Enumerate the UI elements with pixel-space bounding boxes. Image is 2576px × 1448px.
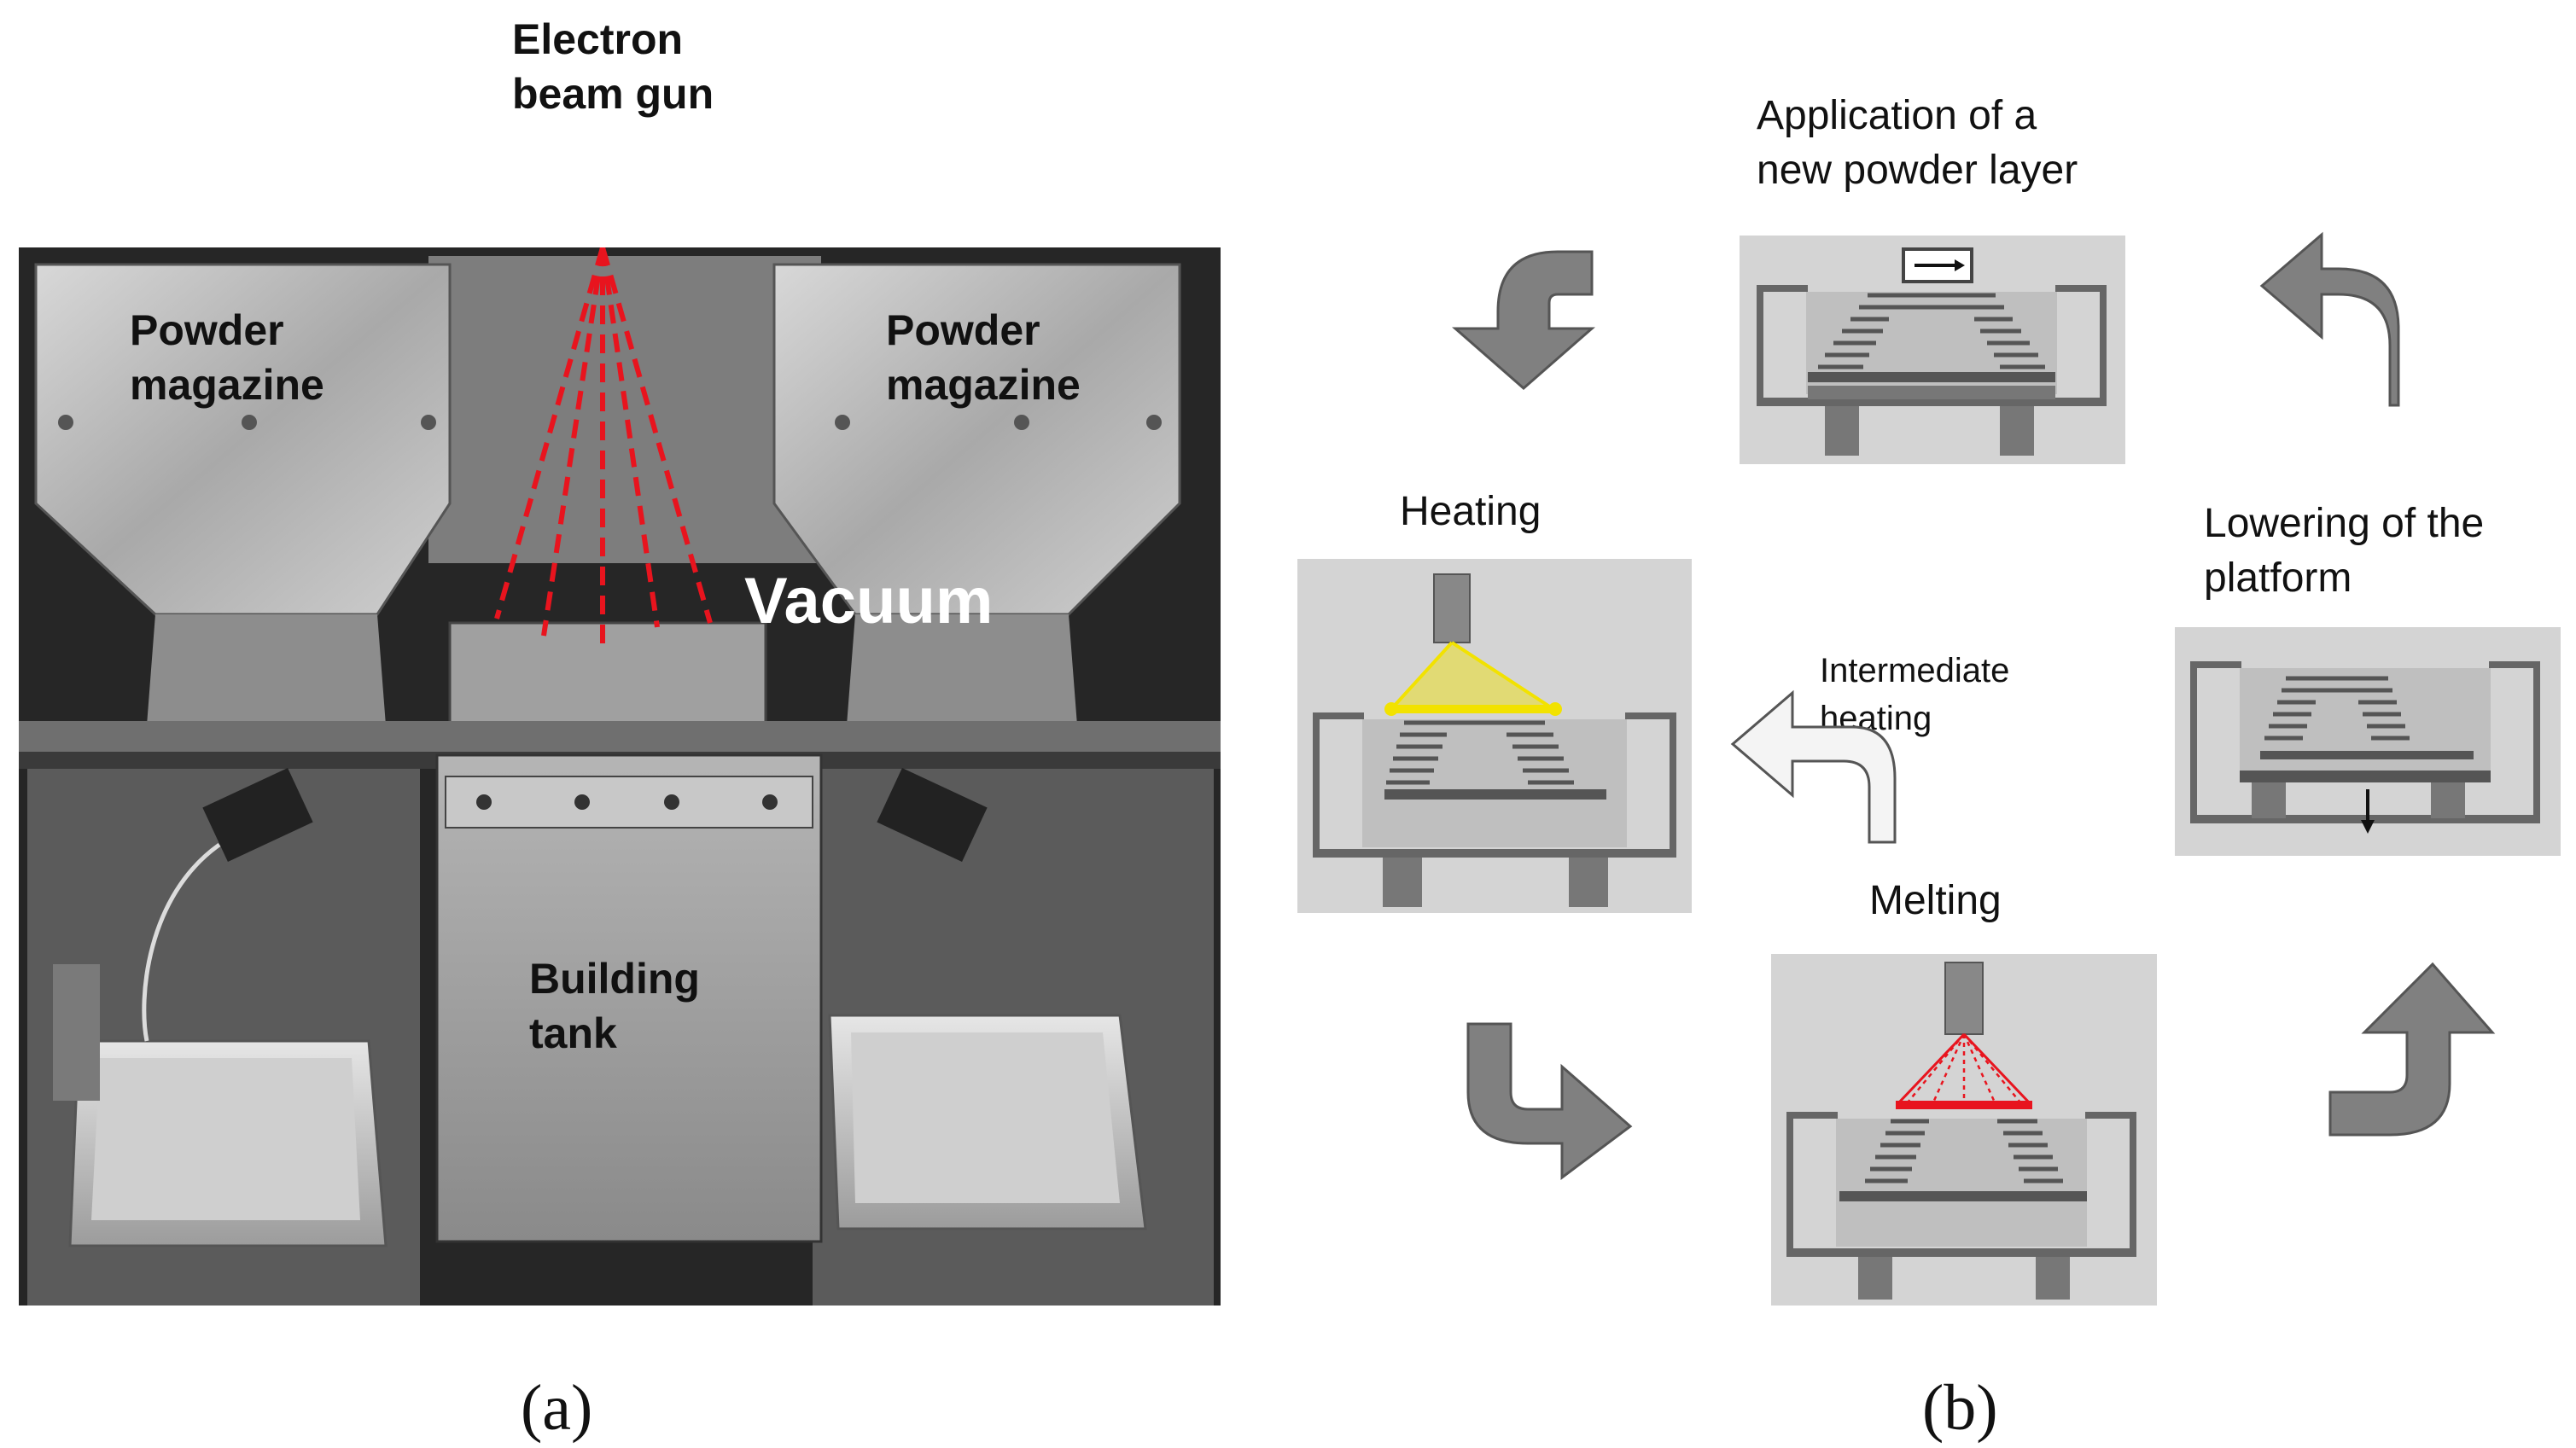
intermediate-heating-arrow bbox=[1730, 689, 1897, 844]
machine-photo bbox=[19, 247, 1221, 1306]
heating-caption: Heating bbox=[1400, 489, 1542, 534]
building-tank-label: Building tank bbox=[529, 955, 700, 1057]
machine-photo-drawing bbox=[19, 247, 1221, 1306]
heating-step-drawing bbox=[1313, 573, 1676, 907]
lowering-step-drawing bbox=[2190, 661, 2540, 834]
arrow-bottom-left bbox=[1466, 1022, 1633, 1180]
electron-beam-gun-label: Electron beam gun bbox=[512, 15, 714, 118]
arrow-bottom-right bbox=[2328, 962, 2496, 1137]
lowering-caption: Lowering of the platform bbox=[2204, 501, 2485, 601]
melting-step-drawing bbox=[1786, 962, 2136, 1300]
arrow-top-left bbox=[1452, 250, 1595, 390]
melting-step-figure bbox=[1771, 954, 2157, 1306]
application-step-drawing bbox=[1757, 247, 2107, 456]
melting-caption: Melting bbox=[1869, 878, 2002, 923]
vacuum-label: Vacuum bbox=[744, 565, 994, 637]
application-step-figure bbox=[1740, 236, 2125, 464]
powder-magazine-right-label: Powder magazine bbox=[886, 306, 1081, 409]
lowering-step-figure bbox=[2175, 627, 2561, 856]
panel-b-label: (b) bbox=[1922, 1372, 1998, 1444]
powder-magazine-left-label: Powder magazine bbox=[130, 306, 324, 409]
arrow-top-right bbox=[2259, 231, 2400, 407]
application-caption: Application of a new powder layer bbox=[1757, 93, 2078, 193]
intermediate-heating-caption: Intermediate heating bbox=[1820, 652, 2010, 737]
panel-a-label: (a) bbox=[521, 1372, 593, 1444]
heating-step-figure bbox=[1297, 559, 1692, 913]
